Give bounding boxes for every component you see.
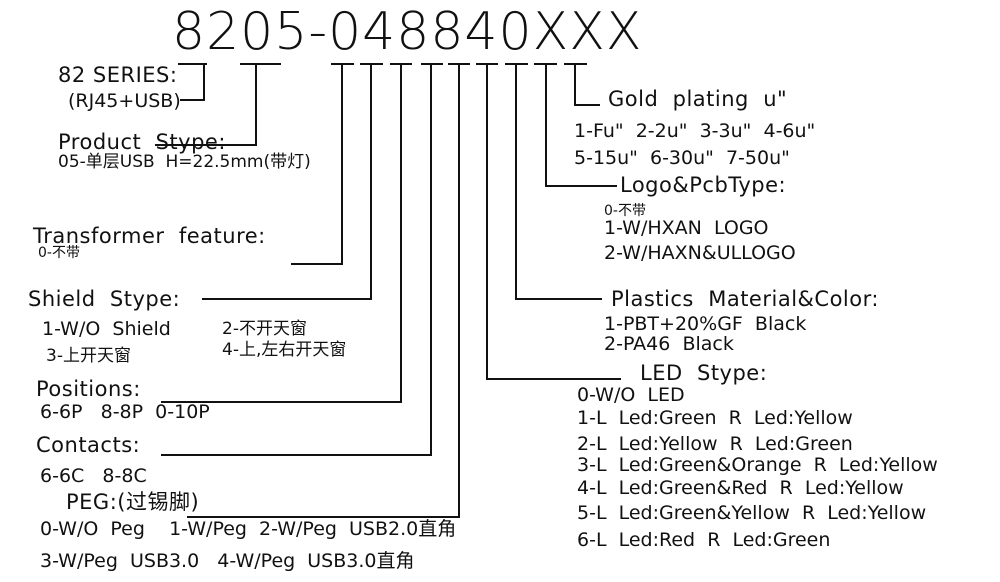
leader-led [486, 64, 621, 380]
shield-option: 2-不开天窗 [222, 319, 307, 339]
led-label: LED Stype: [640, 361, 768, 385]
leader-shield [202, 64, 372, 300]
leader-contacts [161, 64, 432, 456]
contacts-value: 6-6C 8-8C [40, 465, 147, 487]
logo-option: 0-不带 [604, 203, 646, 219]
logo-label: Logo&PcbType: [620, 173, 787, 197]
gold-options-line2: 5-15u" 6-30u" 7-50u" [574, 147, 790, 169]
led-option: 2-L Led:Yellow R Led:Green [577, 433, 853, 455]
plastics-option: 2-PA46 Black [604, 333, 734, 355]
logo-option: 2-W/HAXN&ULLOGO [604, 242, 796, 264]
product-label: Product Stype: [58, 130, 226, 154]
led-option: 0-W/O LED [577, 384, 685, 406]
leader-peg [187, 64, 460, 518]
peg-options-line1: 0-W/O Peg 1-W/Peg 2-W/Peg USB2.0直角 [40, 518, 457, 540]
shield-option: 4-上,左右开天窗 [222, 340, 347, 360]
part-number: 8205-048840XXX [172, 2, 643, 62]
leader-logo [545, 64, 617, 187]
positions-value: 6-6P 8-8P 0-10P [40, 401, 210, 423]
leader-positions [161, 64, 402, 403]
series-sub: (RJ45+USB) [68, 90, 181, 112]
leader-product [155, 64, 257, 146]
gold-label: Gold plating u" [608, 87, 788, 111]
series-label: 82 SERIES: [58, 63, 178, 87]
led-option: 3-L Led:Green&Orange R Led:Yellow [577, 454, 938, 476]
logo-option: 1-W/HXAN LOGO [604, 217, 769, 239]
shield-option: 3-上开天窗 [46, 346, 131, 366]
leader-plastics [515, 64, 602, 300]
peg-options-line2: 3-W/Peg USB3.0 4-W/Peg USB3.0直角 [40, 550, 415, 572]
led-option: 1-L Led:Green R Led:Yellow [577, 407, 853, 429]
leader-series [180, 64, 205, 101]
shield-option: 1-W/O Shield [42, 318, 171, 340]
contacts-label: Contacts: [36, 433, 141, 457]
led-option: 5-L Led:Green&Yellow R Led:Yellow [577, 502, 927, 524]
product-value: 05-单层USB H=22.5mm(带灯) [58, 152, 311, 172]
leader-gold [574, 64, 600, 106]
positions-label: Positions: [36, 377, 141, 401]
plastics-label: Plastics Material&Color: [611, 287, 879, 311]
transformer-value: 0-不带 [38, 245, 80, 261]
gold-options-line1: 1-Fu" 2-2u" 3-3u" 4-6u" [574, 120, 816, 142]
led-option: 6-L Led:Red R Led:Green [577, 529, 831, 551]
peg-label: PEG:(过锡脚) [66, 490, 200, 514]
plastics-option: 1-PBT+20%GF Black [604, 313, 807, 335]
led-option: 4-L Led:Green&Red R Led:Yellow [577, 477, 904, 499]
transformer-label: Transformer feature: [33, 224, 266, 248]
shield-label: Shield Stype: [28, 287, 181, 311]
leader-transformer [291, 64, 343, 265]
